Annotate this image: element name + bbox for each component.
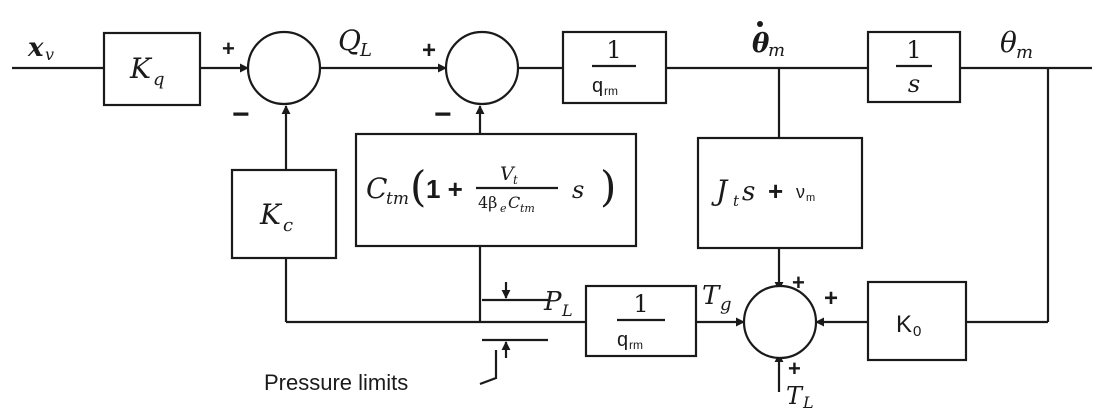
torque-gain-num: 1 xyxy=(633,290,648,318)
sum1-left-sign: + xyxy=(222,36,235,61)
leakage-frac-num: V xyxy=(500,163,516,185)
leakage-s: s xyxy=(572,176,584,204)
label-position: θ m xyxy=(1000,26,1033,63)
signal-wires xyxy=(12,63,1092,392)
torque-gain-den-sub: rm xyxy=(629,338,643,352)
damping-plus: + xyxy=(768,176,783,206)
torque-gain-den: q xyxy=(617,329,628,351)
damping-j-sub: t xyxy=(733,192,740,210)
damping-s: s xyxy=(742,177,755,207)
label-input: x v xyxy=(27,33,54,64)
flow-symbol: Q xyxy=(338,24,361,57)
inertia-gain-den-sub: rm xyxy=(604,84,618,98)
block-integrator: 1 s xyxy=(866,30,962,104)
damping-j: J xyxy=(711,174,729,207)
leakage-frac-den-sub1: e xyxy=(500,202,507,215)
summing-junction-2 xyxy=(444,30,520,106)
leakage-frac-den-c: C xyxy=(508,193,520,212)
load-torque-symbol: T xyxy=(786,382,804,408)
position-symbol: θ xyxy=(1000,26,1017,59)
block-leakage: C tm ( 1 + V t 4β e C tm s ) xyxy=(354,132,638,248)
block-torque-gain: 1 q rm xyxy=(584,284,698,358)
block-inertia-gain: 1 q rm xyxy=(561,30,668,105)
leakage-frac-den: 4β xyxy=(478,193,497,212)
block-kq: K q xyxy=(102,31,202,107)
block-k0: K 0 xyxy=(866,280,968,362)
kc-sub: c xyxy=(283,215,293,236)
block-damping: J t s + ν m xyxy=(696,136,864,250)
torque-sub: g xyxy=(720,294,732,315)
pressure-limits-leader xyxy=(479,350,498,386)
pressure-limits-label: Pressure limits xyxy=(264,370,408,395)
sum2-bottom-sign: − xyxy=(434,98,452,131)
integrator-den: s xyxy=(908,70,920,98)
velocity-sub: m xyxy=(768,40,785,61)
label-torque: T g xyxy=(702,281,732,315)
sum1-bottom-sign: − xyxy=(232,98,250,131)
k0-main: K xyxy=(896,311,912,338)
k0-sub: 0 xyxy=(913,323,921,340)
kq-sub: q xyxy=(153,69,165,90)
pressure-symbol: P xyxy=(543,287,562,317)
inertia-gain-den: q xyxy=(592,75,603,97)
summing-junction-3 xyxy=(742,284,818,360)
label-load-torque: T L xyxy=(786,382,814,408)
label-velocity: θ m xyxy=(752,21,785,61)
damping-nu: ν xyxy=(796,182,805,202)
label-flow: Q L xyxy=(338,24,372,61)
integrator-num: 1 xyxy=(906,36,921,64)
leakage-frac-den-sub2: tm xyxy=(520,202,535,215)
damping-nu-sub: m xyxy=(806,192,815,204)
leakage-rparen: ) xyxy=(600,162,616,211)
sum2-left-sign: + xyxy=(422,37,436,64)
label-pressure: P L xyxy=(543,287,573,320)
inertia-gain-num: 1 xyxy=(606,36,621,64)
pressure-sub: L xyxy=(561,301,573,320)
sum3-top-sign: + xyxy=(792,270,805,295)
sum3-bottom-sign: + xyxy=(788,356,801,381)
leakage-c-sub: tm xyxy=(386,189,409,209)
velocity-dot xyxy=(757,21,763,27)
torque-symbol: T xyxy=(702,281,721,311)
velocity-symbol: θ xyxy=(752,29,770,59)
load-torque-sub: L xyxy=(802,393,814,408)
leakage-one-plus: 1 + xyxy=(426,174,463,204)
input-sub: v xyxy=(45,45,54,64)
kq-main: K xyxy=(129,52,153,85)
leakage-frac-num-sub: t xyxy=(513,173,518,187)
sum3-right-sign: + xyxy=(824,285,838,312)
input-symbol: x xyxy=(27,33,44,63)
kc-main: K xyxy=(259,198,283,231)
summing-junction-1 xyxy=(246,30,322,106)
position-sub: m xyxy=(1016,42,1033,63)
block-kc: K c xyxy=(230,168,338,260)
leakage-c: C xyxy=(366,172,387,205)
leakage-lparen: ( xyxy=(410,162,426,211)
flow-sub: L xyxy=(359,40,372,61)
